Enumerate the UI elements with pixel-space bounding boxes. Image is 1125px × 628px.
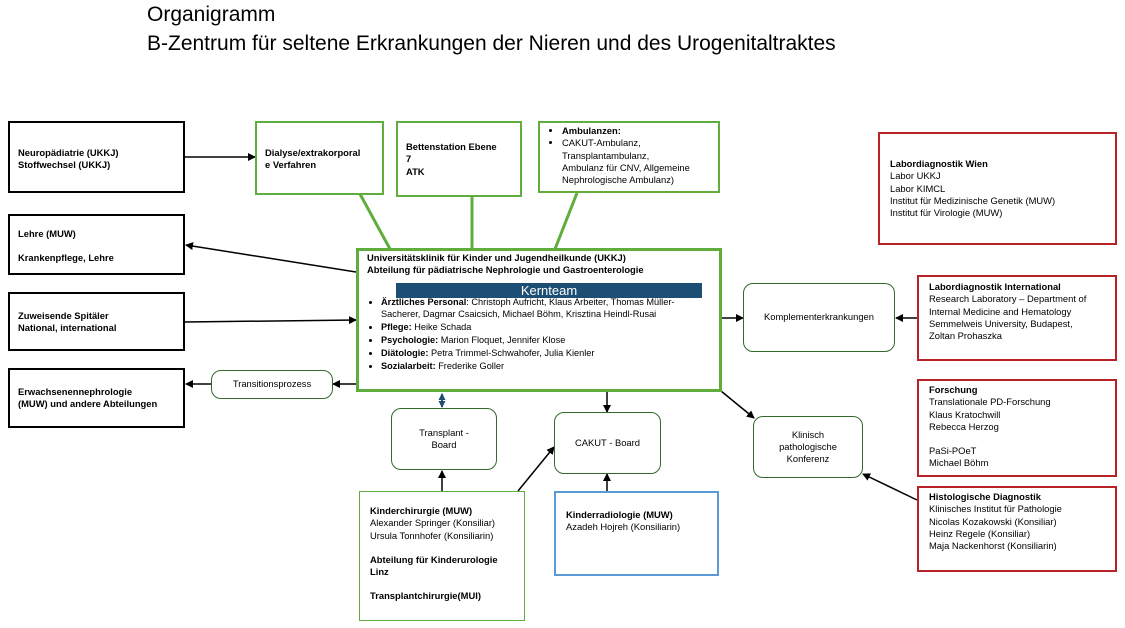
lehre-line1: Lehre (MUW) bbox=[18, 228, 76, 239]
betten-line3: ATK bbox=[406, 165, 425, 177]
arrow-histo-konferenz bbox=[862, 473, 918, 501]
connector-ambulanz-center bbox=[553, 192, 579, 250]
labor-wien-heading: Labordiagnostik Wien bbox=[890, 158, 988, 169]
box-transitionsprozess: Transitionsprozess bbox=[211, 370, 333, 399]
labor-int-heading: Labordiagnostik International bbox=[929, 281, 1061, 292]
neuro-line2: Stoffwechsel (UKKJ) bbox=[18, 159, 111, 171]
box-transplant-board: Transplant - Board bbox=[391, 408, 497, 470]
dialyse-line1: Dialyse/extrakorporal bbox=[265, 147, 361, 158]
erwachsenen-line2: (MUW) und andere Abteilungen bbox=[18, 398, 158, 410]
betten-line2: 7 bbox=[406, 153, 412, 165]
staff-diaetologie: Diätologie: Petra Trimmel-Schwahofer, Ju… bbox=[381, 347, 711, 360]
box-ambulanzen: Ambulanzen: CAKUT-Ambulanz, Transplantam… bbox=[538, 121, 720, 193]
ambulanzen-text: CAKUT-Ambulanz, Transplantambulanz, Ambu… bbox=[562, 137, 714, 186]
page-title: Organigramm bbox=[147, 3, 276, 26]
cakut-label: CAKUT - Board bbox=[575, 436, 640, 448]
forschung-line3: Rebecca Herzog bbox=[929, 420, 999, 432]
labor-wien-line1: Labor UKKJ bbox=[890, 170, 941, 182]
box-komplementerkrankungen: Komplementerkrankungen bbox=[743, 283, 895, 352]
box-kinderradiologie: Kinderradiologie (MUW) Azadeh Hojreh (Ko… bbox=[554, 491, 719, 576]
labor-int-line3: Semmelweis University, Budapest, bbox=[929, 317, 1073, 329]
konferenz-line1: Klinisch bbox=[791, 428, 825, 440]
neuro-line1: Neuropädiatrie (UKKJ) bbox=[18, 147, 119, 158]
staff-sozialarbeit: Sozialarbeit: Frederike Goller bbox=[381, 360, 711, 373]
kinderurologie-heading-line2: Linz bbox=[370, 566, 389, 578]
staff-psychologie: Psychologie: Marion Floquet, Jennifer Kl… bbox=[381, 334, 711, 347]
lehre-line2: Krankenpflege, Lehre bbox=[18, 252, 114, 264]
connector-dialyse-center bbox=[358, 193, 392, 250]
labor-wien-line4: Institut für Virologie (MUW) bbox=[890, 207, 1003, 219]
kinderurologie-heading-line1: Abteilung für Kinderurologie bbox=[370, 553, 498, 565]
page-subtitle: B-Zentrum für seltene Erkrankungen der N… bbox=[147, 32, 836, 55]
box-forschung: Forschung Translationale PD-Forschung Kl… bbox=[917, 379, 1117, 477]
histo-line4: Maja Nackenhorst (Konsiliarin) bbox=[929, 540, 1057, 552]
box-bettenstation: Bettenstation Ebene 7 ATK bbox=[396, 121, 522, 197]
arrow-center-lehre bbox=[185, 242, 357, 273]
center-line1: Universitätsklinik für Kinder und Jugend… bbox=[367, 252, 626, 263]
ambulanzen-heading: Ambulanzen: bbox=[562, 125, 714, 137]
box-lehre: Lehre (MUW) Krankenpflege, Lehre bbox=[8, 214, 185, 275]
center-line2: Abteilung für pädiatrische Nephrologie u… bbox=[367, 264, 644, 276]
histo-line1: Klinisches Institut für Pathologie bbox=[929, 503, 1062, 515]
box-universitaetsklinik: Universitätsklinik für Kinder und Jugend… bbox=[356, 248, 722, 392]
forschung-line4: PaSi-POeT bbox=[929, 445, 977, 457]
box-labordiagnostik-wien: Labordiagnostik Wien Labor UKKJ Labor KI… bbox=[878, 132, 1117, 245]
box-neuropaediatrie: Neuropädiatrie (UKKJ) Stoffwechsel (UKKJ… bbox=[8, 121, 185, 193]
forschung-line1: Translationale PD-Forschung bbox=[929, 396, 1051, 408]
forschung-line2: Klaus Kratochwill bbox=[929, 408, 1001, 420]
histo-heading: Histologische Diagnostik bbox=[929, 491, 1041, 502]
transition-label: Transitionsprozess bbox=[232, 378, 312, 390]
spitaeler-line1: Zuweisende Spitäler bbox=[18, 310, 109, 321]
labor-int-line4: Zoltan Prohaszka bbox=[929, 330, 1002, 342]
box-dialyse: Dialyse/extrakorporal e Verfahren bbox=[255, 121, 384, 195]
arrow-center-konferenz bbox=[720, 390, 755, 419]
kinderchirurgie-line2: Ursula Tonnhofer (Konsiliarin) bbox=[370, 529, 494, 541]
arrow-spitaeler-center bbox=[184, 316, 357, 325]
labor-wien-line3: Institut für Medizinische Genetik (MUW) bbox=[890, 194, 1056, 206]
arrow-chirurgie-cakut bbox=[517, 446, 555, 492]
betten-line1: Bettenstation Ebene bbox=[406, 141, 497, 152]
staff-aerzte: Ärztliches Personal: Christoph Aufricht,… bbox=[381, 296, 711, 322]
kinderradiologie-line1: Azadeh Hojreh (Konsiliarin) bbox=[566, 521, 681, 533]
transplantchirurgie-heading: Transplantchirurgie(MUI) bbox=[370, 590, 481, 602]
staff-pflege: Pflege: Heike Schada bbox=[381, 321, 711, 334]
histo-line2: Nicolas Kozakowski (Konsiliar) bbox=[929, 515, 1057, 527]
box-labordiagnostik-international: Labordiagnostik International Research L… bbox=[917, 275, 1117, 361]
forschung-line5: Michael Böhm bbox=[929, 457, 989, 469]
box-kinderchirurgie: Kinderchirurgie (MUW) Alexander Springer… bbox=[359, 491, 525, 621]
dialyse-line2: e Verfahren bbox=[265, 159, 317, 171]
konferenz-line3: Konferenz bbox=[786, 453, 830, 465]
histo-line3: Heinz Regele (Konsiliar) bbox=[929, 527, 1031, 539]
komplementer-label: Komplementerkrankungen bbox=[764, 311, 874, 323]
forschung-heading: Forschung bbox=[929, 384, 978, 395]
erwachsenen-line1: Erwachsenennephrologie bbox=[18, 386, 133, 397]
kernteam-banner: Kernteam bbox=[396, 283, 702, 298]
spitaeler-line2: National, international bbox=[18, 322, 117, 334]
transplant-line1: Transplant - bbox=[419, 426, 469, 438]
labor-wien-line2: Labor KIMCL bbox=[890, 182, 946, 194]
box-erwachsenennephrologie: Erwachsenennephrologie (MUW) und andere … bbox=[8, 368, 185, 428]
box-cakut-board: CAKUT - Board bbox=[554, 412, 661, 474]
kinderradiologie-heading: Kinderradiologie (MUW) bbox=[566, 509, 673, 520]
konferenz-line2: pathologische bbox=[779, 440, 837, 452]
labor-int-line1: Research Laboratory – Department of bbox=[929, 293, 1087, 305]
box-zuweisende-spitaeler: Zuweisende Spitäler National, internatio… bbox=[8, 292, 185, 351]
transplant-line2: Board bbox=[431, 439, 457, 450]
kinderchirurgie-heading: Kinderchirurgie (MUW) bbox=[370, 505, 473, 516]
box-histologische-diagnostik: Histologische Diagnostik Klinisches Inst… bbox=[917, 486, 1117, 572]
kinderchirurgie-line1: Alexander Springer (Konsiliar) bbox=[370, 517, 496, 529]
box-klinisch-pathologische-konferenz: Klinisch pathologische Konferenz bbox=[753, 416, 863, 478]
labor-int-line2: Internal Medicine and Hematology bbox=[929, 305, 1072, 317]
